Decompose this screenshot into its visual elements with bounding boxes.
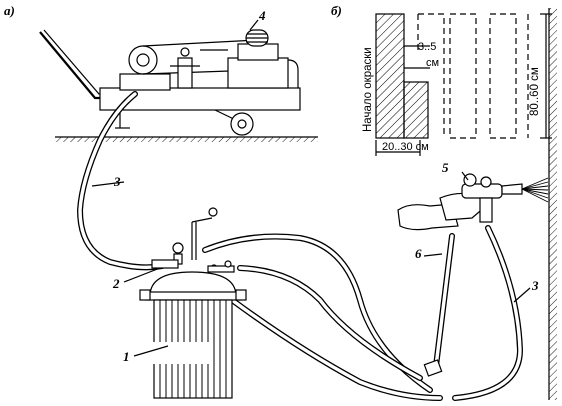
compressor-unit <box>39 29 318 142</box>
gap-value-label: 3..5 <box>418 41 436 53</box>
air-hoses <box>77 91 523 401</box>
spray-gun-with-hand <box>397 8 557 400</box>
panel-b-label: б) <box>331 3 342 18</box>
painting-scheme <box>375 13 552 156</box>
callout-3-left: 3 <box>113 174 121 189</box>
gap-unit-label: см <box>426 57 439 69</box>
width-dimension-label: 20..30 см <box>382 141 429 153</box>
panel-a-label: а) <box>4 3 15 18</box>
callout-3-right: 3 <box>531 278 539 293</box>
height-dimension-label: 80..60 см <box>529 67 541 116</box>
start-label: Начало окраски <box>362 47 374 132</box>
callout-4: 4 <box>258 8 266 23</box>
callouts <box>91 19 531 357</box>
callout-1: 1 <box>123 349 130 364</box>
callout-2: 2 <box>112 276 120 291</box>
paint-tank <box>139 207 247 399</box>
callout-5: 5 <box>442 160 449 175</box>
callout-6: 6 <box>415 246 422 261</box>
